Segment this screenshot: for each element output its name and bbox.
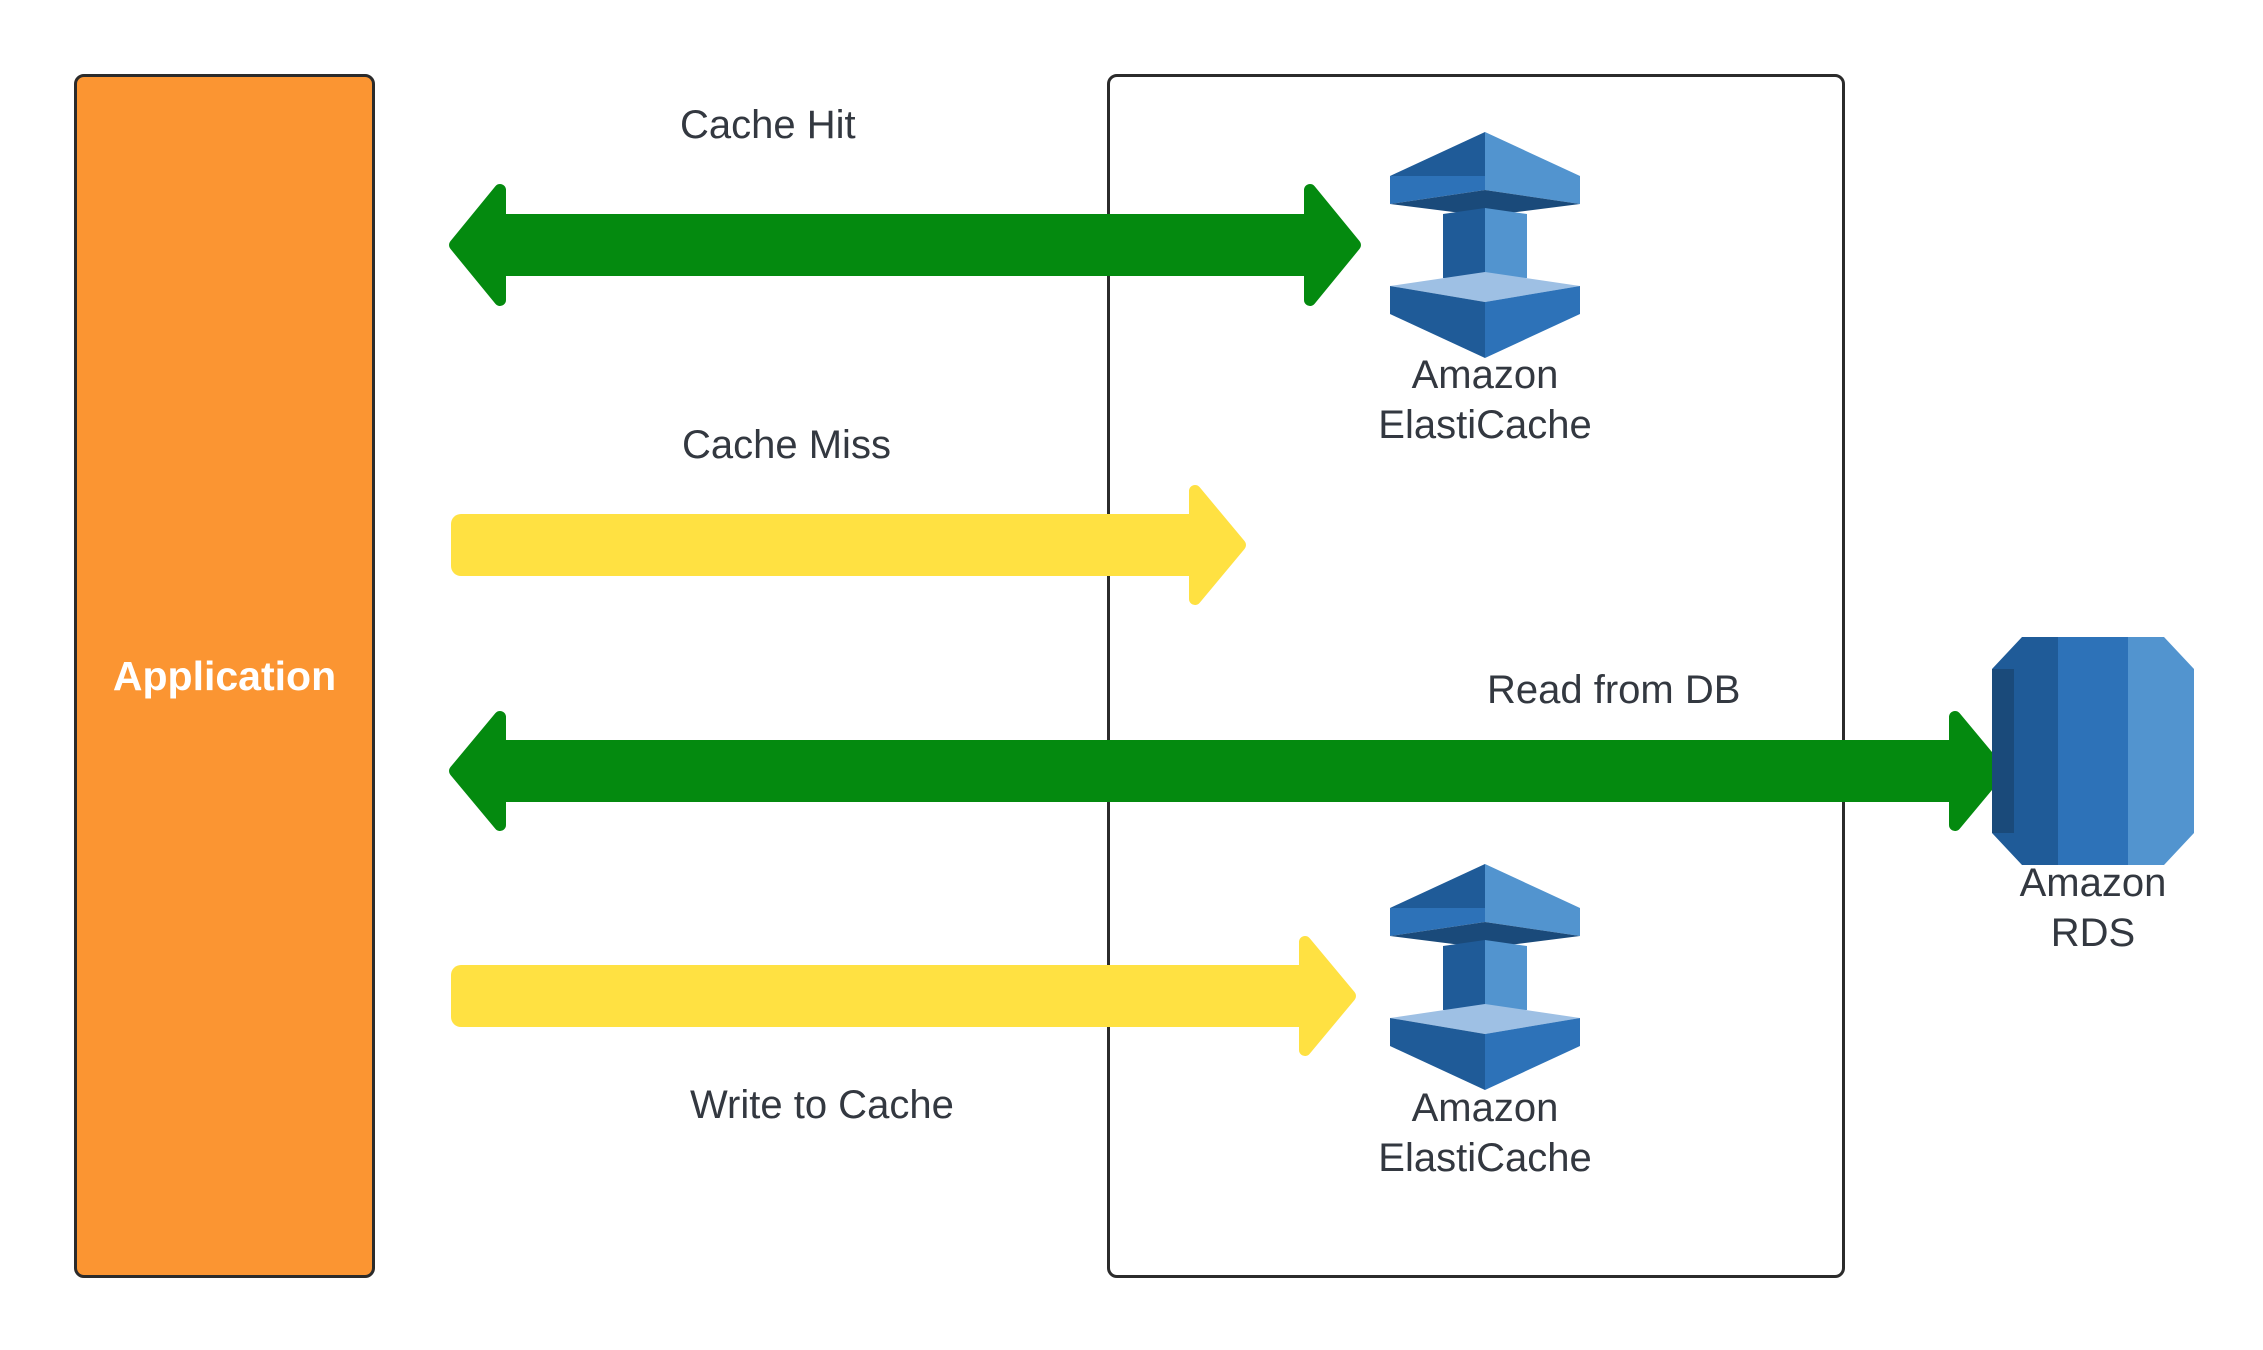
cache-hit-arrow [449, 184, 1361, 306]
rds-label: Amazon RDS [2019, 861, 2167, 955]
elasticache-icon [1390, 132, 1580, 358]
cache-miss-arrow [451, 485, 1246, 605]
cache-layer-container [1107, 74, 1845, 1278]
write-to-cache-label: Write to Cache [690, 1083, 954, 1127]
elasticache-top-label: Amazon ElastiCache [1378, 353, 1592, 447]
cache-miss-label: Cache Miss [682, 423, 891, 467]
application-label: Application [112, 652, 337, 699]
read-from-db-label: Read from DB [1487, 668, 1741, 712]
cache-hit-label: Cache Hit [680, 103, 856, 147]
write-to-cache-arrow [451, 936, 1356, 1056]
application-box: Application [74, 74, 375, 1278]
rds-database-icon [1992, 637, 2194, 865]
elasticache-bottom-label: Amazon ElastiCache [1378, 1086, 1592, 1180]
elasticache-icon [1390, 864, 1580, 1090]
read-from-db-arrow [449, 711, 2006, 831]
